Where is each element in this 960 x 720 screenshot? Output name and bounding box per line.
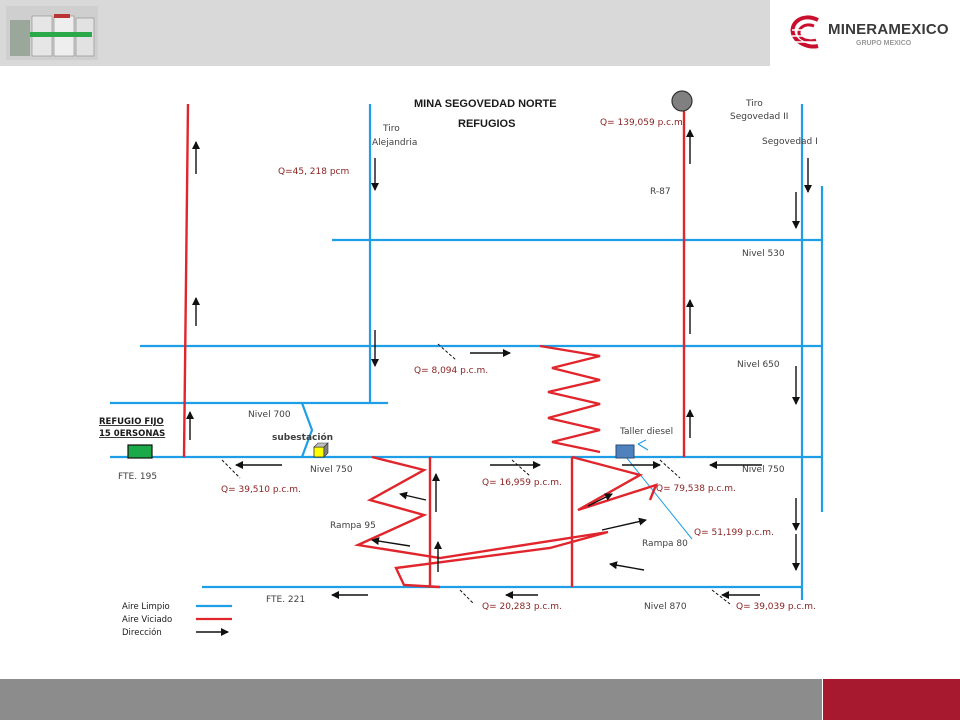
fte-195-label: FTE. 195 <box>118 472 157 482</box>
tiro-alejandria-label: Alejandria <box>372 138 417 148</box>
flow-rate-label: Q= 51,199 p.c.m. <box>694 528 774 538</box>
direction-arrows <box>190 130 808 595</box>
taller-pointer <box>626 457 692 539</box>
nivel-870-label: Nivel 870 <box>644 602 687 612</box>
subestacion-label: subestación <box>272 432 333 443</box>
footer-bar <box>0 679 822 720</box>
fan-icon <box>672 91 692 111</box>
nivel-530-label: Nivel 530 <box>742 249 785 259</box>
flow-rate-label: Q= 20,283 p.c.m. <box>482 602 562 612</box>
diagram-title: MINA SEGOVEDAD NORTE <box>414 98 557 110</box>
legend-clean-air-label: Aire Limpio <box>122 602 170 612</box>
diagram-subtitle: REFUGIOS <box>458 118 515 130</box>
r87-label: R-87 <box>650 187 671 197</box>
flow-rate-label: Q= 16,959 p.c.m. <box>482 478 562 488</box>
taller-diesel-label: Taller diesel <box>619 427 673 437</box>
clean-air-network <box>110 104 822 600</box>
flow-rate-label: Q= 79,538 p.c.m. <box>656 484 736 494</box>
taller-callout-arrow <box>638 440 648 450</box>
flow-rate-label: Q= 39,510 p.c.m. <box>221 485 301 495</box>
refugio-capacity-label: 15 0ERSONAS <box>99 429 165 439</box>
refugio-label: REFUGIO FIJO <box>99 417 164 427</box>
flow-rate-label: Q= 39,039 p.c.m. <box>736 602 816 612</box>
flow-rate-label: Q= 8,094 p.c.m. <box>414 366 488 376</box>
footer-accent <box>823 679 960 720</box>
nivel-650-label: Nivel 650 <box>737 360 780 370</box>
rampa-95 <box>358 457 608 587</box>
tiro-alejandria-label: Tiro <box>382 124 400 134</box>
tiro-segovedad-label: Segovedad II <box>730 112 788 122</box>
nivel-750-label: Nivel 750 <box>742 465 785 475</box>
arrow-left <box>400 494 426 500</box>
substation-icon <box>314 443 328 457</box>
nivel-700-label: Nivel 700 <box>248 410 291 420</box>
legend: Aire Limpio Aire Viciado Dirección <box>122 602 232 638</box>
flow-rate-label: Q= 139,059 p.c.m. <box>600 118 686 128</box>
legend-used-air-label: Aire Viciado <box>122 615 172 625</box>
zigzag-650-750 <box>540 346 600 452</box>
arrow-left <box>372 540 410 546</box>
taller-diesel-icon <box>616 445 634 458</box>
rampa-80-label: Rampa 80 <box>642 539 688 549</box>
tiro-segovedad-label: Tiro <box>745 99 763 109</box>
callout-leaders <box>222 344 730 604</box>
segovedad-i-label: Segovedad I <box>762 137 818 147</box>
fte-221-label: FTE. 221 <box>266 595 305 605</box>
legend-direction-label: Dirección <box>122 627 162 638</box>
rampa-95-label: Rampa 95 <box>330 521 376 531</box>
nivel-750-label: Nivel 750 <box>310 465 353 475</box>
arrow-left <box>610 564 644 570</box>
substation-connector <box>302 403 312 457</box>
refuge-chamber-icon <box>128 445 152 458</box>
flow-rate-label: Q=45, 218 pcm <box>278 167 349 177</box>
arrow-right <box>602 520 646 530</box>
